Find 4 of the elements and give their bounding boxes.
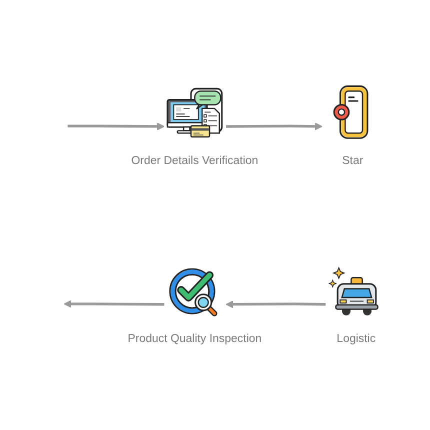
arrow [68, 122, 165, 130]
arrow [226, 122, 323, 130]
arrow [64, 300, 164, 308]
arrow [226, 300, 326, 308]
